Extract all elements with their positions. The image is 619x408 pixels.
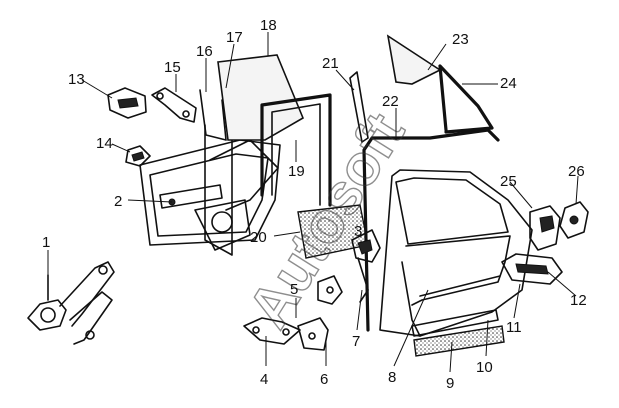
hinge-upper-part	[243, 317, 301, 345]
callout-labels: 1 2 3 4 5 6 7 8 9 10 11 12 13 14 15 16 1…	[42, 17, 587, 392]
callout-17: 17	[226, 29, 243, 46]
rear-door-shell	[379, 169, 533, 337]
callout-26: 26	[568, 163, 585, 180]
callout-12: 12	[570, 292, 587, 309]
callout-8: 8	[388, 369, 396, 386]
callout-5: 5	[290, 281, 298, 298]
callout-9: 9	[446, 375, 454, 392]
callout-22: 22	[382, 93, 399, 110]
callout-21: 21	[322, 55, 339, 72]
quarter-glass-part	[386, 34, 442, 85]
bracket-part	[151, 87, 197, 123]
door-trim-panel	[139, 139, 281, 251]
sill-moulding-part	[411, 309, 505, 357]
callout-7: 7	[352, 333, 360, 350]
callout-24: 24	[500, 75, 517, 92]
callout-4: 4	[260, 371, 268, 388]
callout-3: 3	[354, 223, 362, 240]
window-regulator-part	[27, 261, 115, 345]
callout-25: 25	[500, 173, 517, 190]
callout-2: 2	[114, 193, 122, 210]
exterior-handle-part	[501, 253, 563, 285]
callout-19: 19	[288, 163, 305, 180]
callout-15: 15	[164, 59, 181, 76]
callout-23: 23	[452, 31, 469, 48]
callout-14: 14	[96, 135, 113, 152]
door-glass-part	[217, 54, 305, 141]
callout-11: 11	[506, 319, 522, 336]
interior-handle-part	[107, 87, 147, 119]
quarter-frame-part	[438, 64, 494, 134]
glass-run-part	[349, 71, 369, 143]
door-lock-part	[529, 205, 561, 251]
window-channel-part	[260, 93, 332, 207]
hinge-lower-part	[297, 317, 329, 351]
callout-10: 10	[476, 359, 493, 376]
leader-lines	[47, 32, 579, 373]
callout-16: 16	[196, 43, 213, 60]
callout-1: 1	[42, 234, 50, 251]
callout-6: 6	[320, 371, 328, 388]
callout-13: 13	[68, 71, 85, 88]
callout-20: 20	[250, 229, 267, 246]
inner-regulator-part	[351, 229, 381, 303]
check-strap-part	[317, 275, 343, 305]
callout-18: 18	[260, 17, 277, 34]
door-seal-part	[362, 128, 500, 332]
striker-part	[559, 201, 589, 239]
door-frame-part	[199, 89, 279, 256]
lock-knob-part	[125, 145, 151, 167]
